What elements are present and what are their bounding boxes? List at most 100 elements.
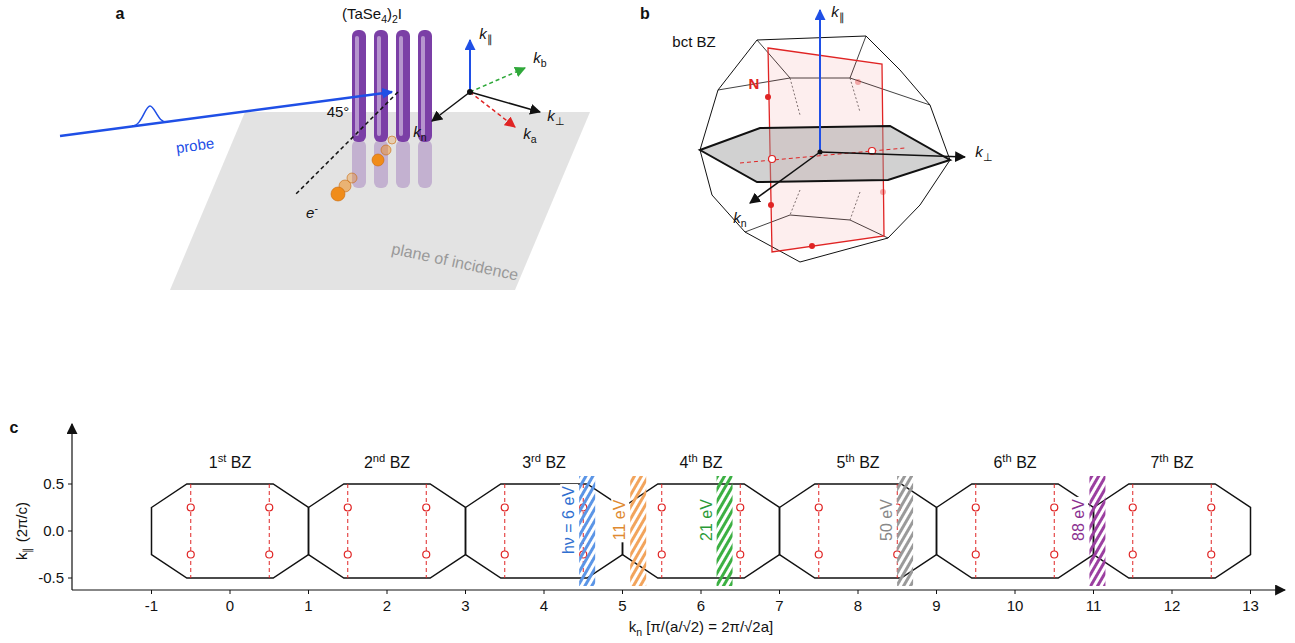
label-part: k: [975, 143, 983, 160]
label-part: k: [13, 553, 30, 561]
label-part: 2: [364, 454, 373, 471]
figure-label: 5: [618, 598, 626, 615]
figure-label: ka: [523, 126, 536, 146]
photon-energy-band: [579, 476, 595, 586]
x-tick: [779, 590, 780, 594]
weyl-point: [266, 504, 273, 511]
red-dashed-line: [1211, 484, 1212, 578]
label-part: N: [749, 75, 760, 92]
label-part: (TaSe: [342, 5, 381, 22]
figure-label: 2: [383, 598, 391, 615]
label-part: BZ: [385, 454, 410, 471]
label-part: 88 eV: [1071, 499, 1088, 541]
label-part: ⊥: [983, 151, 993, 163]
figure-label: 21 eV: [698, 497, 716, 543]
weyl-point: [769, 156, 776, 163]
x-tick: [151, 590, 152, 594]
label-part: nd: [373, 452, 385, 464]
label-part: k: [629, 618, 637, 635]
figure-label: 1: [304, 598, 312, 615]
x-tick: [701, 590, 702, 594]
ka-axis: [470, 92, 515, 127]
label-part: e: [306, 204, 314, 221]
label-part: b: [541, 57, 547, 69]
figure-label: 50 eV: [878, 497, 896, 543]
label-part: c: [10, 419, 19, 436]
weyl-point: [737, 504, 744, 511]
label-part: ⊥: [555, 115, 565, 127]
weyl-point: [266, 551, 273, 558]
figure-label: kn: [413, 124, 426, 144]
weyl-point: [501, 504, 508, 511]
label-part: 1: [304, 597, 312, 614]
photoelectron: [381, 145, 391, 155]
weyl-point: [187, 504, 194, 511]
label-part: [π/(a/√2) = 2π/√2a]: [642, 618, 773, 635]
label-part: b: [640, 5, 650, 22]
weyl-point: [423, 551, 430, 558]
photoelectron: [331, 187, 345, 201]
label-part: 0.5: [43, 475, 64, 492]
label-part: BZ: [1012, 454, 1037, 471]
figure-label: 0: [226, 598, 234, 615]
figure-label: 12: [1164, 598, 1181, 615]
figure-label: 8: [854, 598, 862, 615]
n-point-hidden: [855, 79, 861, 85]
figure-label: k∥: [479, 26, 493, 46]
label-part: 5: [618, 597, 626, 614]
label-part: BZ: [855, 454, 880, 471]
label-part: BZ: [226, 454, 251, 471]
label-part: bct BZ: [672, 33, 715, 50]
kz-zero-plane: [700, 126, 950, 182]
label-part: 11 eV: [611, 500, 628, 541]
figure-label: 13: [1242, 598, 1259, 615]
label-part: -: [314, 202, 318, 214]
red-dashed-line: [504, 484, 505, 578]
figure-label: 0.0: [43, 523, 64, 540]
label-part: 50 eV: [878, 499, 895, 541]
label-part: BZ: [698, 454, 723, 471]
rod-reflection: [418, 140, 432, 188]
x-tick: [1093, 590, 1094, 594]
label-part: n: [741, 217, 747, 229]
rod-highlight: [421, 36, 425, 136]
label-part: 2: [392, 13, 398, 25]
figure-label: k∥ (2π/c): [14, 502, 34, 560]
panel-a: [60, 30, 590, 290]
x-tick: [936, 590, 937, 594]
label-part: 7: [1150, 454, 1159, 471]
figure-label: a: [116, 5, 125, 23]
figure-label: kb: [533, 50, 546, 70]
label-part: n: [421, 131, 427, 143]
photoelectron: [388, 136, 396, 144]
red-dashed-line: [740, 148, 905, 163]
panel-b: [700, 10, 965, 262]
figure-label: k∥: [831, 4, 845, 24]
x-tick: [622, 590, 623, 594]
weyl-point: [1208, 504, 1215, 511]
k-parallel-axis: [469, 40, 471, 92]
x-tick: [465, 590, 466, 594]
x-tick: [1172, 590, 1173, 594]
photon-energy-band: [717, 476, 733, 586]
label-part: 6: [993, 454, 1002, 471]
weyl-point: [1129, 551, 1136, 558]
figure-label: 7: [775, 598, 783, 615]
label-part: 11: [1086, 597, 1102, 614]
label-part: hν = 6 eV: [560, 486, 577, 554]
label-part: k: [523, 125, 531, 142]
label-part: a: [116, 5, 125, 22]
red-dashed-line: [740, 484, 741, 578]
label-part: -1: [145, 597, 158, 614]
weyl-point: [1208, 551, 1215, 558]
weyl-point: [344, 504, 351, 511]
label-part: BZ: [541, 454, 566, 471]
figure-label: plane of incidence: [390, 240, 520, 284]
brillouin-zone-octagon: [937, 484, 1094, 578]
figure-label: 1st BZ: [209, 452, 252, 472]
x-tick: [1250, 590, 1251, 594]
label-part: 45°: [327, 103, 350, 120]
y-tick: [68, 531, 72, 532]
label-part: 6: [697, 597, 705, 614]
